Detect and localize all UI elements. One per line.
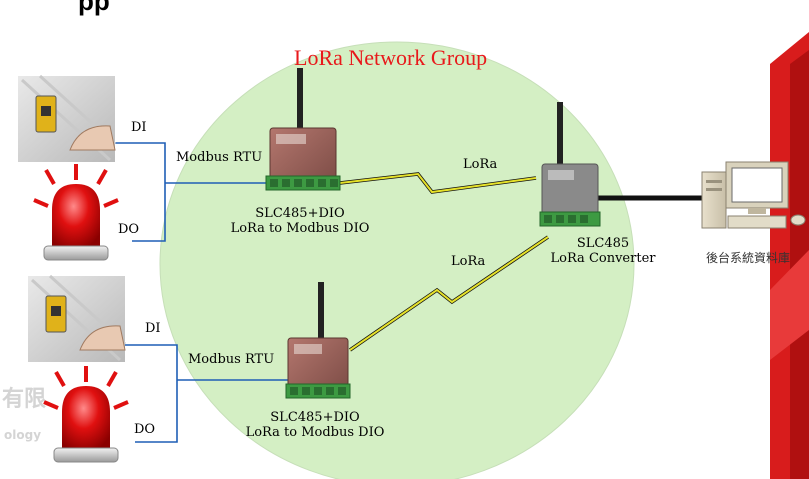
- bottom-device-caption: SLC485+DIO LoRa to Modbus DIO: [240, 410, 390, 440]
- top-device-caption: SLC485+DIO LoRa to Modbus DIO: [225, 206, 375, 236]
- lora-bottom-label: LoRa: [451, 254, 486, 269]
- do-alarm-lamp-bottom: [43, 366, 129, 463]
- backend-database-label: 後台系統資料庫: [706, 251, 791, 265]
- slc485-dio-device-bottom: [285, 282, 351, 399]
- network-group-title: LoRa Network Group: [294, 45, 488, 70]
- bottom-node-wiring: [125, 344, 292, 443]
- di-switch-photo-top: [18, 74, 117, 162]
- top-device-line2: LoRa to Modbus DIO: [230, 221, 370, 236]
- slc485-converter-device: [539, 102, 601, 227]
- converter-caption: SLC485 LoRa Converter: [548, 236, 658, 266]
- top-device-line1: SLC485+DIO: [255, 206, 345, 221]
- lora-link-bottom: [349, 235, 549, 352]
- bottom-do-label: DO: [134, 422, 156, 437]
- slc485-dio-device-top: [265, 68, 341, 191]
- di-switch-photo-bottom: [28, 274, 127, 362]
- bottom-di-label: DI: [145, 321, 161, 336]
- bottom-device-line2: LoRa to Modbus DIO: [245, 425, 385, 440]
- heading-fragment: pp: [78, 0, 110, 16]
- converter-line2: LoRa Converter: [550, 251, 656, 266]
- watermark-cjk: 有限: [2, 387, 47, 412]
- top-node-wiring: [115, 142, 278, 242]
- do-alarm-lamp-top: [33, 164, 119, 261]
- watermark-latin: ology: [4, 428, 42, 442]
- top-di-label: DI: [131, 120, 147, 135]
- backend-computer-icon: [701, 161, 806, 229]
- top-modbus-rtu-label: Modbus RTU: [176, 150, 263, 165]
- bottom-device-line1: SLC485+DIO: [270, 410, 360, 425]
- top-do-label: DO: [118, 222, 140, 237]
- lora-top-label: LoRa: [463, 157, 498, 172]
- red-side-panel: [770, 32, 809, 479]
- bottom-modbus-rtu-label: Modbus RTU: [188, 352, 275, 367]
- lora-link-top: [339, 172, 537, 194]
- converter-line1: SLC485: [576, 236, 630, 251]
